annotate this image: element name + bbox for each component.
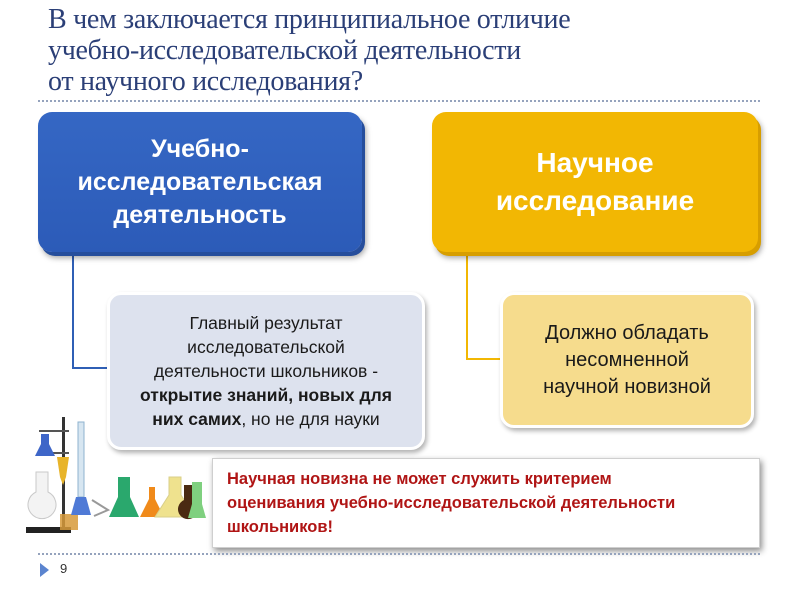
detail-line: Должно обладать	[545, 321, 709, 344]
detail-bold-text: них самих	[152, 409, 242, 429]
page-number: 9	[60, 561, 68, 576]
title-line-1: В чем заключается принципиальное отличие	[48, 4, 571, 35]
header-line: Учебно-	[151, 134, 249, 163]
title-line-3: от научного исследования?	[48, 66, 363, 97]
warning-line: Научная новизна не может служить критери…	[227, 470, 612, 488]
educational-research-header-box: Учебно- исследовательская деятельность	[38, 112, 362, 252]
title-line-2: учебно-исследовательской деятельности	[48, 35, 521, 66]
detail-bold-text: открытие знаний, новых для	[140, 385, 392, 405]
scientific-research-detail-box: Должно обладать несомненной научной нови…	[500, 292, 754, 428]
warning-callout: Научная новизна не может служить критери…	[212, 458, 760, 548]
detail-line: деятельности школьников -	[153, 361, 379, 381]
detail-line: научной новизной	[543, 375, 711, 398]
header-line: исследовательская	[77, 167, 323, 196]
detail-line: исследовательской	[187, 337, 345, 357]
header-line: исследование	[495, 185, 695, 216]
footer-divider	[38, 553, 760, 555]
header-line: Научное	[536, 147, 654, 178]
header-line: деятельность	[113, 200, 287, 229]
blue-connector-line	[72, 252, 108, 369]
scientific-research-header-box: Научное исследование	[432, 112, 758, 252]
warning-line: оценивания учебно-исследовательской деят…	[227, 494, 676, 512]
title-divider	[38, 100, 760, 102]
laboratory-glassware-image	[26, 417, 206, 533]
educational-research-detail-box: Главный результат исследовательской деят…	[107, 292, 425, 450]
detail-line: Главный результат	[189, 313, 343, 333]
triangle-bullet-icon	[40, 563, 49, 577]
warning-line: школьников!	[227, 518, 333, 536]
detail-line: несомненной	[565, 348, 689, 371]
yellow-connector-line	[466, 252, 502, 360]
slide-title: В чем заключается принципиальное отличие…	[48, 4, 768, 97]
detail-tail-text: , но не для науки	[241, 409, 380, 429]
